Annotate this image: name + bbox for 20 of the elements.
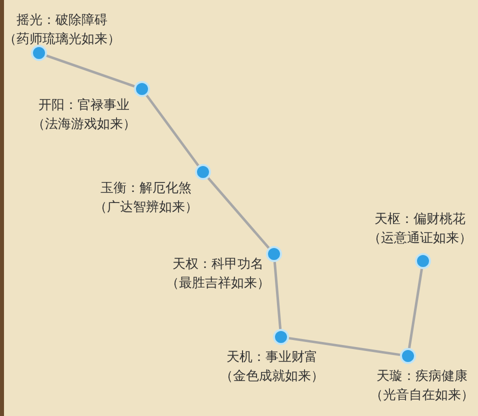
connector-line: [273, 262, 282, 330]
star-label: 摇光：破除障碍: [16, 13, 108, 29]
buddha-name: （广达智辨如来）: [94, 200, 198, 216]
buddha-name: （光音自在如来）: [370, 388, 474, 404]
buddha-name: （最胜吉祥如来）: [166, 276, 270, 292]
connector-line: [207, 177, 270, 249]
connector-line: [408, 268, 423, 348]
connector-line: [288, 336, 400, 356]
buddha-name: （金色成就如来）: [220, 369, 324, 385]
buddha-name: （运意通证如来）: [368, 231, 472, 247]
star-label: 天璇：疾病健康: [376, 369, 468, 385]
star-label: 天机：事业财富: [226, 350, 318, 366]
star-label: 玉衡：解厄化煞: [100, 181, 192, 197]
star-label: 天权：科甲功名: [172, 257, 264, 273]
buddha-name: （药师琉璃光如来）: [4, 32, 120, 48]
connector-line: [46, 54, 135, 88]
connector-line: [146, 94, 200, 166]
buddha-name: （法海游戏如来）: [32, 117, 136, 133]
star-label: 天枢：偏财桃花: [374, 212, 466, 228]
star-label: 开阳：官禄事业: [38, 98, 130, 114]
